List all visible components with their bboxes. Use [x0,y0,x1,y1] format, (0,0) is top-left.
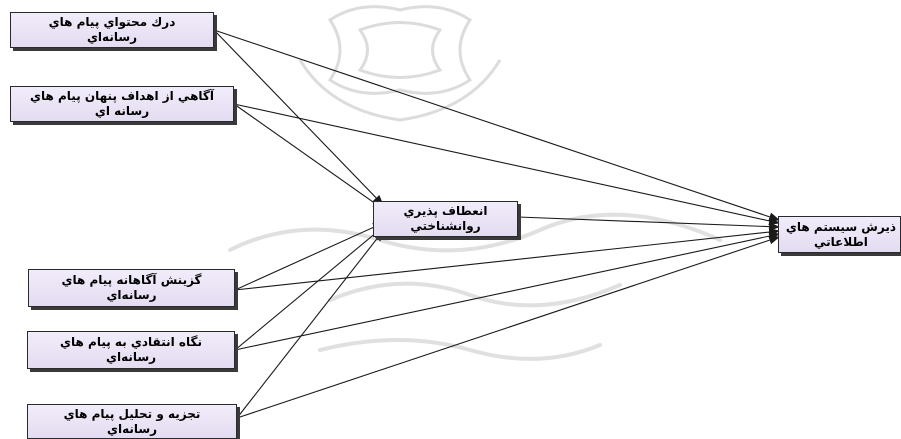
node-information-systems-acceptance: ذيرش سيستم هاي اطلاعاتي [778,216,901,253]
node-psychological-flexibility: انعطاف پذيري روانشناختي [373,201,518,237]
edge-n6-to-n4 [234,231,781,351]
edge-n7-to-n4 [236,235,781,419]
node-critical-view: نگاه انتقادي به پيام هاي رسانه‌اي [27,331,235,369]
edge-n5-to-n4 [234,227,781,291]
edge-n6-to-n3 [234,226,384,351]
node-media-content-understanding: درك محتواي پيام هاي رسانه‌اي [10,12,214,48]
edge-n3-to-n4 [517,216,781,232]
edge-n2-to-n4 [233,103,781,226]
node-message-analysis: تجزيه و تحليل پيام هاي رسانه‌اي [27,404,237,439]
edge-n5-to-n3 [234,222,385,291]
edge-n1-to-n4 [213,29,781,222]
edge-n2-to-n3 [233,103,384,210]
node-hidden-goals-awareness: آگاهي از اهداف پنهان پيام هاي رسانه اي [10,86,234,122]
edge-n7-to-n3 [236,230,384,419]
node-conscious-selection: گزينش آگاهانه پيام هاي رسانه‌اي [28,269,235,307]
edge-n1-to-n3 [213,29,384,206]
